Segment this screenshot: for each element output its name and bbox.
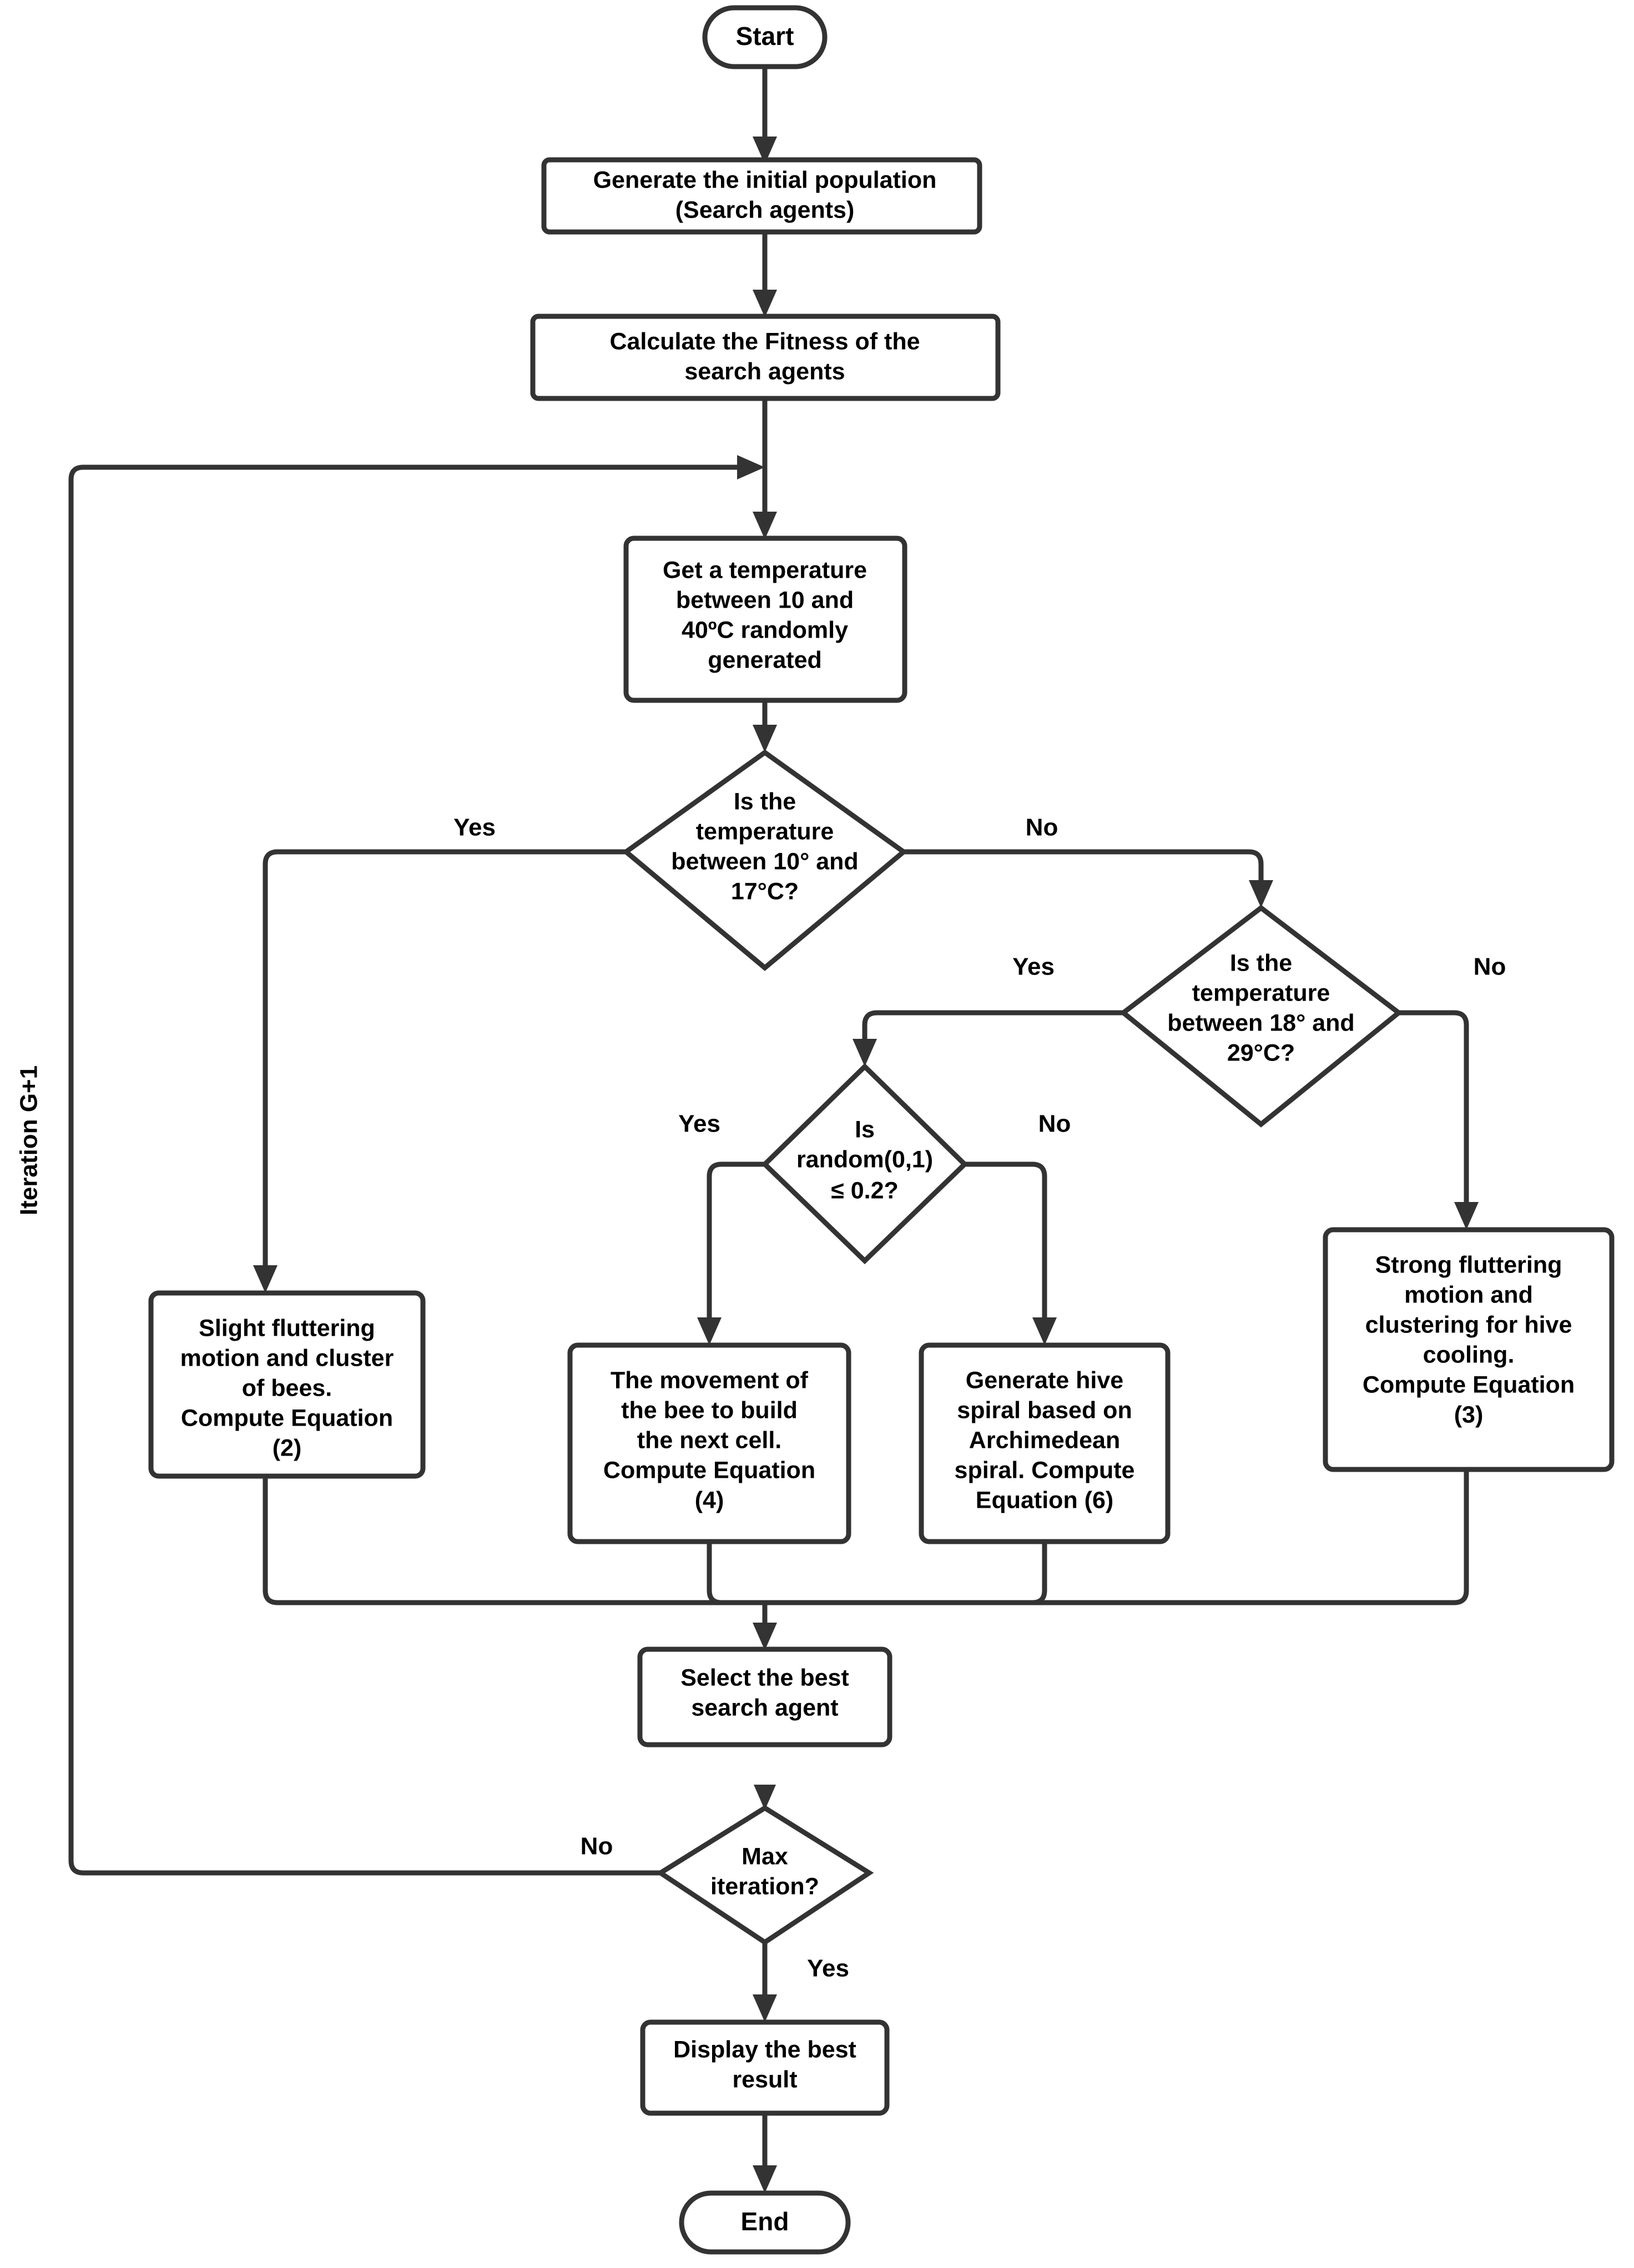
- node-slight-fluttering[interactable]: Slight fluttering motion and cluster of …: [148, 1290, 426, 1479]
- node-start-label: Start: [736, 22, 794, 50]
- node-max-iteration-line1: Max: [742, 1843, 788, 1870]
- node-strong-fluttering-line3: clustering for hive: [1365, 1311, 1572, 1338]
- edge-decision2-no: [1399, 1010, 1479, 1230]
- edge-label-decision2-yes: Yes: [1012, 953, 1055, 981]
- node-hive-spiral-line5: Equation (6): [976, 1487, 1113, 1513]
- node-decision1-line4: 17°C?: [731, 878, 799, 905]
- node-slight-fluttering-line4: Compute Equation: [181, 1405, 393, 1431]
- edge-decision1-no: [904, 849, 1273, 908]
- edge-init-to-fitness: [753, 232, 777, 317]
- node-decision1-line3: between 10° and: [671, 848, 858, 875]
- node-strong-fluttering-line4: cooling.: [1423, 1341, 1515, 1368]
- node-select-best-line1: Select the best: [680, 1664, 849, 1691]
- edge-decision3-no: [965, 1161, 1057, 1345]
- edge-label-max-iteration-no: No: [581, 1833, 613, 1860]
- edge-fitness-to-temperature: [753, 398, 777, 539]
- node-hive-spiral[interactable]: Generate hive spiral based on Archimedea…: [919, 1342, 1171, 1544]
- node-decision2-line4: 29°C?: [1227, 1039, 1295, 1066]
- node-get-temperature[interactable]: Get a temperature between 10 and 40ºC ra…: [623, 536, 907, 703]
- node-init-population-line1: Generate the initial population: [593, 166, 937, 193]
- node-strong-fluttering[interactable]: Strong fluttering motion and clustering …: [1323, 1227, 1615, 1472]
- edge-label-decision1-no: No: [1026, 814, 1058, 841]
- node-decision-temp-10-17[interactable]: Is the temperature between 10° and 17°C?: [622, 749, 908, 971]
- edge-maxiteration-yes: [753, 1942, 777, 2022]
- edge-iteration-feedback: [68, 455, 765, 1876]
- edge-decision2-yes: [853, 1010, 1123, 1067]
- node-end[interactable]: End: [679, 2190, 851, 2255]
- node-slight-fluttering-line3: of bees.: [242, 1375, 332, 1401]
- node-end-label: End: [741, 2207, 789, 2236]
- edge-label-decision3-yes: Yes: [678, 1110, 720, 1138]
- node-init-population-line2: (Search agents): [675, 196, 855, 223]
- node-display-result[interactable]: Display the best result: [640, 2019, 890, 2116]
- node-bee-movement-line1: The movement of: [611, 1367, 809, 1393]
- edge-decision3-yes: [697, 1161, 765, 1345]
- node-init-population[interactable]: Generate the initial population (Search …: [541, 157, 982, 235]
- node-bee-movement-line3: the next cell.: [637, 1427, 781, 1453]
- node-select-best[interactable]: Select the best search agent: [637, 1646, 892, 1747]
- node-bee-movement[interactable]: The movement of the bee to build the nex…: [567, 1342, 851, 1544]
- edge-decision1-yes: [253, 849, 626, 1293]
- node-display-result-line1: Display the best: [673, 2036, 856, 2063]
- node-slight-fluttering-line5: (2): [273, 1434, 302, 1461]
- node-bee-movement-line5: (4): [695, 1487, 724, 1513]
- node-hive-spiral-line1: Generate hive: [966, 1367, 1123, 1393]
- node-calc-fitness[interactable]: Calculate the Fitness of the search agen…: [530, 314, 1001, 401]
- node-start[interactable]: Start: [702, 5, 828, 69]
- node-decision1-line1: Is the: [734, 788, 796, 815]
- node-decision2-line3: between 18° and: [1167, 1009, 1354, 1036]
- edge-label-decision3-no: No: [1038, 1110, 1071, 1138]
- node-calc-fitness-line1: Calculate the Fitness of the: [609, 328, 920, 355]
- node-get-temperature-line3: 40ºC randomly: [682, 617, 848, 643]
- iteration-side-label: Iteration G+1: [16, 1065, 43, 1215]
- node-decision-max-iteration[interactable]: Max iteration?: [655, 1805, 874, 1946]
- node-decision-random[interactable]: Is random(0,1) ≤ 0.2?: [761, 1063, 969, 1265]
- node-bee-movement-line2: the bee to build: [621, 1397, 798, 1423]
- node-display-result-line2: result: [732, 2066, 797, 2093]
- edge-start-to-init: [753, 67, 777, 164]
- edge-temperature-to-decision1: [753, 700, 777, 752]
- node-get-temperature-line2: between 10 and: [676, 587, 854, 613]
- edge-label-max-iteration-yes: Yes: [807, 1955, 849, 1982]
- edge-label-decision1-yes: Yes: [453, 814, 496, 841]
- node-decision3-line2: random(0,1): [796, 1146, 933, 1173]
- node-bee-movement-line4: Compute Equation: [603, 1457, 815, 1483]
- node-decision2-line2: temperature: [1192, 979, 1330, 1006]
- node-hive-spiral-line2: spiral based on: [957, 1397, 1132, 1423]
- node-calc-fitness-line2: search agents: [684, 358, 845, 385]
- node-slight-fluttering-line2: motion and cluster: [180, 1345, 394, 1371]
- node-get-temperature-line4: generated: [708, 646, 822, 673]
- node-max-iteration-line2: iteration?: [710, 1873, 819, 1900]
- node-strong-fluttering-line5: Compute Equation: [1363, 1371, 1575, 1398]
- node-select-best-line2: search agent: [691, 1694, 838, 1721]
- node-slight-fluttering-line1: Slight fluttering: [199, 1315, 375, 1341]
- edge-merge-bus: [263, 1469, 1469, 1650]
- node-strong-fluttering-line6: (3): [1454, 1401, 1484, 1428]
- node-strong-fluttering-line1: Strong fluttering: [1375, 1251, 1562, 1278]
- edge-display-to-end: [753, 2113, 777, 2193]
- node-strong-fluttering-line2: motion and: [1404, 1281, 1533, 1308]
- node-decision-temp-18-29[interactable]: Is the temperature between 18° and 29°C?: [1119, 905, 1403, 1128]
- node-hive-spiral-line4: spiral. Compute: [955, 1457, 1135, 1483]
- node-decision3-line1: Is: [855, 1116, 875, 1143]
- node-decision1-line2: temperature: [696, 818, 834, 845]
- node-decision3-line3: ≤ 0.2?: [831, 1177, 899, 1204]
- node-decision2-line1: Is the: [1230, 949, 1292, 976]
- edge-label-decision2-no: No: [1474, 953, 1506, 981]
- node-get-temperature-line1: Get a temperature: [663, 557, 867, 583]
- node-hive-spiral-line3: Archimedean: [969, 1427, 1120, 1453]
